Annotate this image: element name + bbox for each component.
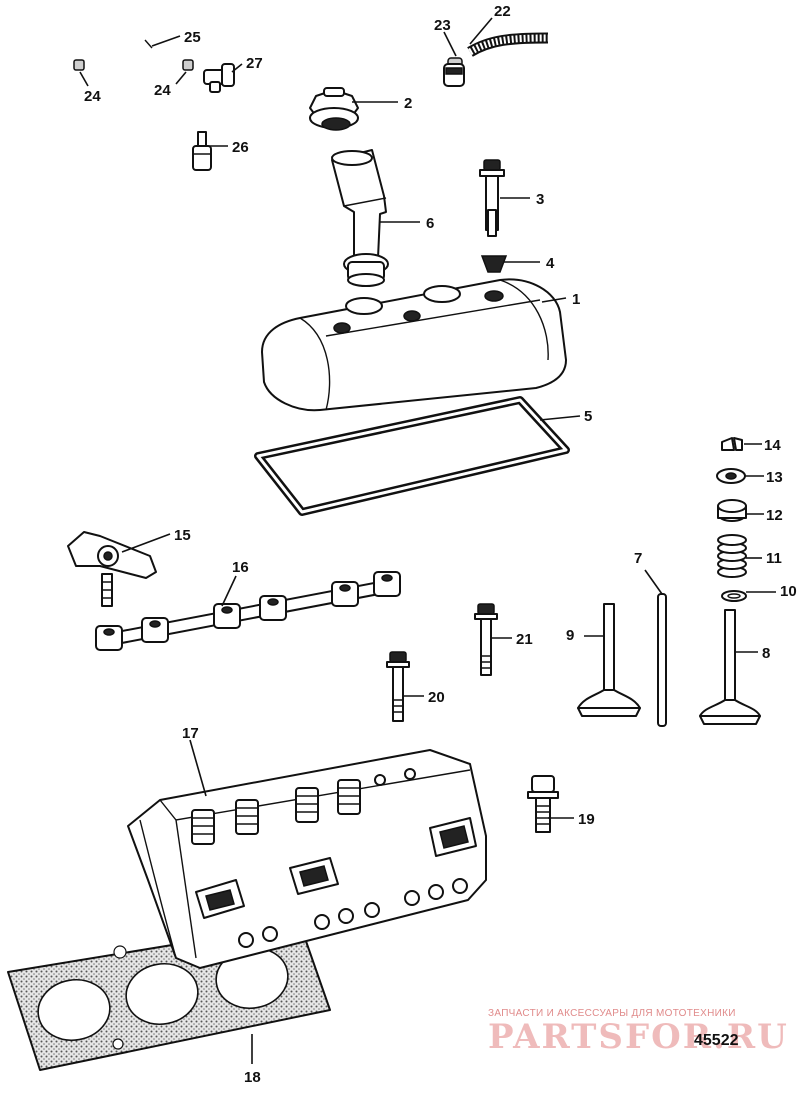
rocker-rail (95, 571, 401, 651)
callout-12: 12 (766, 507, 783, 524)
callout-7: 7 (634, 550, 642, 567)
callout-6: 6 (426, 215, 434, 232)
callout-15: 15 (174, 527, 191, 544)
callout-8: 8 (762, 645, 770, 662)
valve-springs-installed (191, 779, 361, 845)
leader-lines (79, 17, 776, 1064)
callout-4: 4 (546, 255, 555, 272)
callout-22: 22 (494, 3, 511, 20)
callout-21: 21 (516, 631, 533, 648)
exhaust-ports (195, 817, 477, 919)
rail-pedestal (95, 571, 401, 651)
callout-25: 25 (184, 29, 201, 46)
cylinder-head (127, 749, 487, 969)
valve-shim (721, 590, 747, 602)
elbow-fitting (203, 63, 235, 93)
figure-number: 45522 (694, 1032, 739, 1049)
watermark-brand: PARTSFOR.RU (488, 1017, 789, 1057)
callout-20: 20 (428, 689, 445, 706)
callout-14: 14 (764, 437, 781, 454)
callout-13: 13 (766, 469, 783, 486)
rocker-arm (67, 531, 157, 607)
callout-3: 3 (536, 191, 544, 208)
cylinder-head-gasket (7, 923, 331, 1071)
callout-23: 23 (434, 17, 451, 34)
head-bolt-short (527, 775, 559, 833)
rocker-cover-gasket (254, 396, 570, 516)
grommet (480, 255, 508, 273)
head-bolt-long (386, 651, 410, 722)
callout-10: 10 (780, 583, 797, 600)
callout-labels: 1 2 3 4 5 6 7 8 9 10 11 12 13 14 15 16 1… (84, 3, 797, 1086)
pushrod (657, 593, 667, 727)
callout-9: 9 (566, 627, 574, 644)
callout-5: 5 (584, 408, 592, 425)
breather-fitting (192, 131, 212, 171)
intake-valve (577, 603, 641, 717)
watermark-caption: ЗАПЧАСТИ И АКСЕССУАРЫ ДЛЯ МОТОТЕХНИКИ (488, 1008, 736, 1019)
callout-24-right: 24 (154, 82, 171, 99)
valve-spring-retainer (716, 468, 746, 484)
callout-26: 26 (232, 139, 249, 156)
callout-27: 27 (246, 55, 263, 72)
rocker-arm-cover (261, 278, 567, 412)
callout-16: 16 (232, 559, 249, 576)
head-bolt-medium (474, 603, 498, 676)
valve-keepers (721, 437, 743, 451)
cover-bolt (479, 159, 505, 237)
callout-19: 19 (578, 811, 595, 828)
corrugated-hose (467, 32, 549, 57)
oil-fill-cap (309, 87, 359, 131)
hose-clamp-left (73, 59, 85, 71)
watermark: ЗАПЧАСТИ И АКСЕССУАРЫ ДЛЯ МОТОТЕХНИКИ PA… (488, 1008, 793, 1057)
callout-24-left: 24 (84, 88, 101, 105)
callout-2: 2 (404, 95, 412, 112)
callout-1: 1 (572, 291, 580, 308)
hose-clamp-right (182, 59, 194, 71)
pcv-valve (443, 57, 465, 87)
head-bolt-holes (238, 768, 468, 948)
breather-hose (73, 33, 194, 71)
exhaust-valve (699, 609, 761, 725)
callout-17: 17 (182, 725, 199, 742)
rail-pedestal-holes (103, 574, 393, 636)
callout-18: 18 (244, 1069, 261, 1086)
callout-11: 11 (766, 550, 782, 567)
oil-fill-tube (331, 149, 389, 287)
valve-seal (717, 499, 747, 522)
valve-spring (717, 534, 747, 578)
